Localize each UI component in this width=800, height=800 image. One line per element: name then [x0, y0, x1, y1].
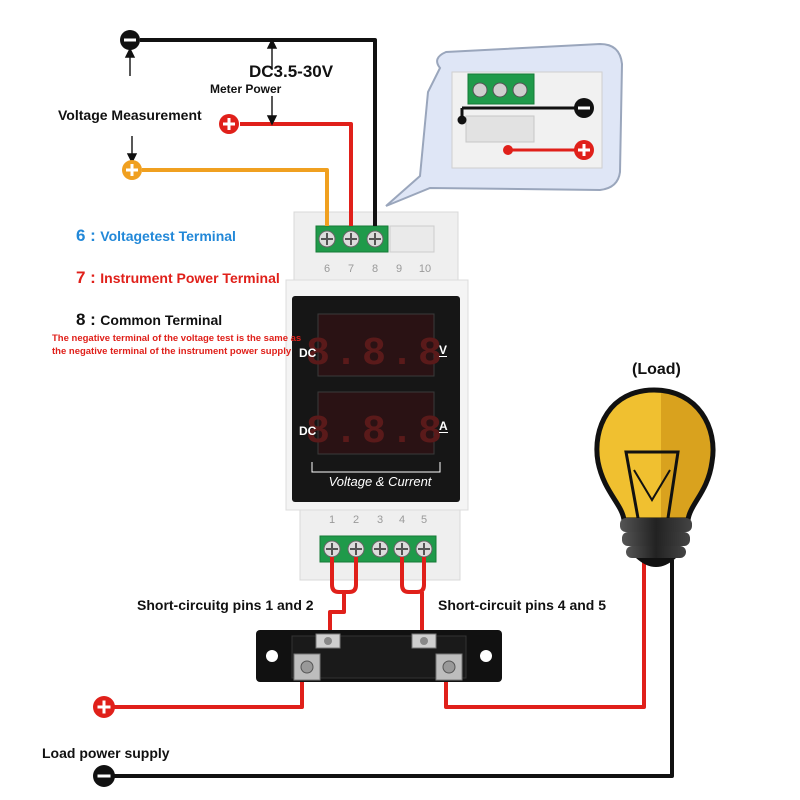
meter-power-label: Meter Power [210, 82, 282, 96]
screw-7[interactable] [342, 230, 360, 248]
screw-5[interactable] [415, 540, 433, 558]
terminal-6-text: Voltagetest Terminal [100, 228, 236, 244]
shunt-icon [256, 630, 502, 682]
pin-label-7: 7 [347, 263, 355, 275]
display-bottom-digits: 8.8.8 [306, 410, 446, 455]
screw-3[interactable] [371, 540, 389, 558]
pin-label-5: 5 [420, 514, 428, 526]
terminal-8-number: 8 : [76, 310, 96, 329]
load-power-supply-label: Load power supply [42, 745, 170, 761]
screw-2[interactable] [347, 540, 365, 558]
terminal-8-label: 8 : Common Terminal [76, 310, 222, 330]
bulb-icon [594, 387, 716, 567]
short-pins-4-5-label: Short-circuit pins 4 and 5 [438, 597, 607, 613]
wire-supply-positive [114, 672, 304, 709]
terminal-6-number: 6 : [76, 226, 96, 245]
panel-caption: Voltage & Current [328, 474, 432, 489]
wire-load-positive [444, 560, 646, 709]
dc-range-label: DC3.5-30V [249, 62, 334, 81]
terminal-7-text: Instrument Power Terminal [100, 270, 280, 286]
minus-icon [93, 765, 115, 787]
wire-voltage-test [142, 168, 329, 226]
pin-label-2: 2 [352, 514, 360, 526]
minus-icon [574, 98, 594, 118]
pin-label-6: 6 [323, 263, 331, 275]
plus-icon [93, 696, 115, 718]
dc-voltage-label: DC [299, 346, 317, 360]
zoom-callout [385, 42, 624, 207]
volt-unit-label: V [439, 343, 448, 357]
meter-body: 8.8.8 8.8.8 [285, 211, 469, 581]
arrows [124, 38, 278, 164]
pin-label-1: 1 [328, 514, 336, 526]
load-label: (Load) [632, 361, 681, 378]
plus-icon [219, 114, 239, 134]
bottom-terminal-block [319, 535, 437, 563]
screw-1[interactable] [323, 540, 341, 558]
dc-current-label: DC [299, 424, 317, 438]
voltage-measurement-label: Voltage Measurement [58, 107, 202, 123]
plus-icon [574, 140, 594, 160]
wire-load-negative [114, 560, 674, 778]
minus-icon [120, 30, 140, 50]
pin-label-10: 10 [418, 263, 432, 275]
short-pins-1-2-label: Short-circuitg pins 1 and 2 [137, 597, 314, 613]
plus-icon [122, 160, 142, 180]
common-terminal-note: The negative terminal of the voltage tes… [52, 333, 302, 357]
terminal-7-label: 7 : Instrument Power Terminal [76, 268, 280, 288]
screw-6[interactable] [318, 230, 336, 248]
wire-shunt-left [328, 592, 346, 634]
terminal-6-label: 6 : Voltagetest Terminal [76, 226, 236, 246]
wire-short-4-5 [400, 557, 426, 594]
pin-label-4: 4 [398, 514, 406, 526]
screw-4[interactable] [393, 540, 411, 558]
top-terminal-block [315, 225, 435, 253]
wire-negative-meter [140, 38, 377, 226]
wires [114, 38, 674, 778]
wire-positive-meter [240, 122, 353, 226]
display-top-digits: 8.8.8 [306, 332, 446, 377]
pin-label-8: 8 [371, 263, 379, 275]
pin-label-3: 3 [376, 514, 384, 526]
amp-unit-label: A [439, 419, 448, 433]
screw-8[interactable] [366, 230, 384, 248]
terminal-7-number: 7 : [76, 268, 96, 287]
pin-label-9: 9 [395, 263, 403, 275]
terminal-8-text: Common Terminal [100, 312, 223, 328]
